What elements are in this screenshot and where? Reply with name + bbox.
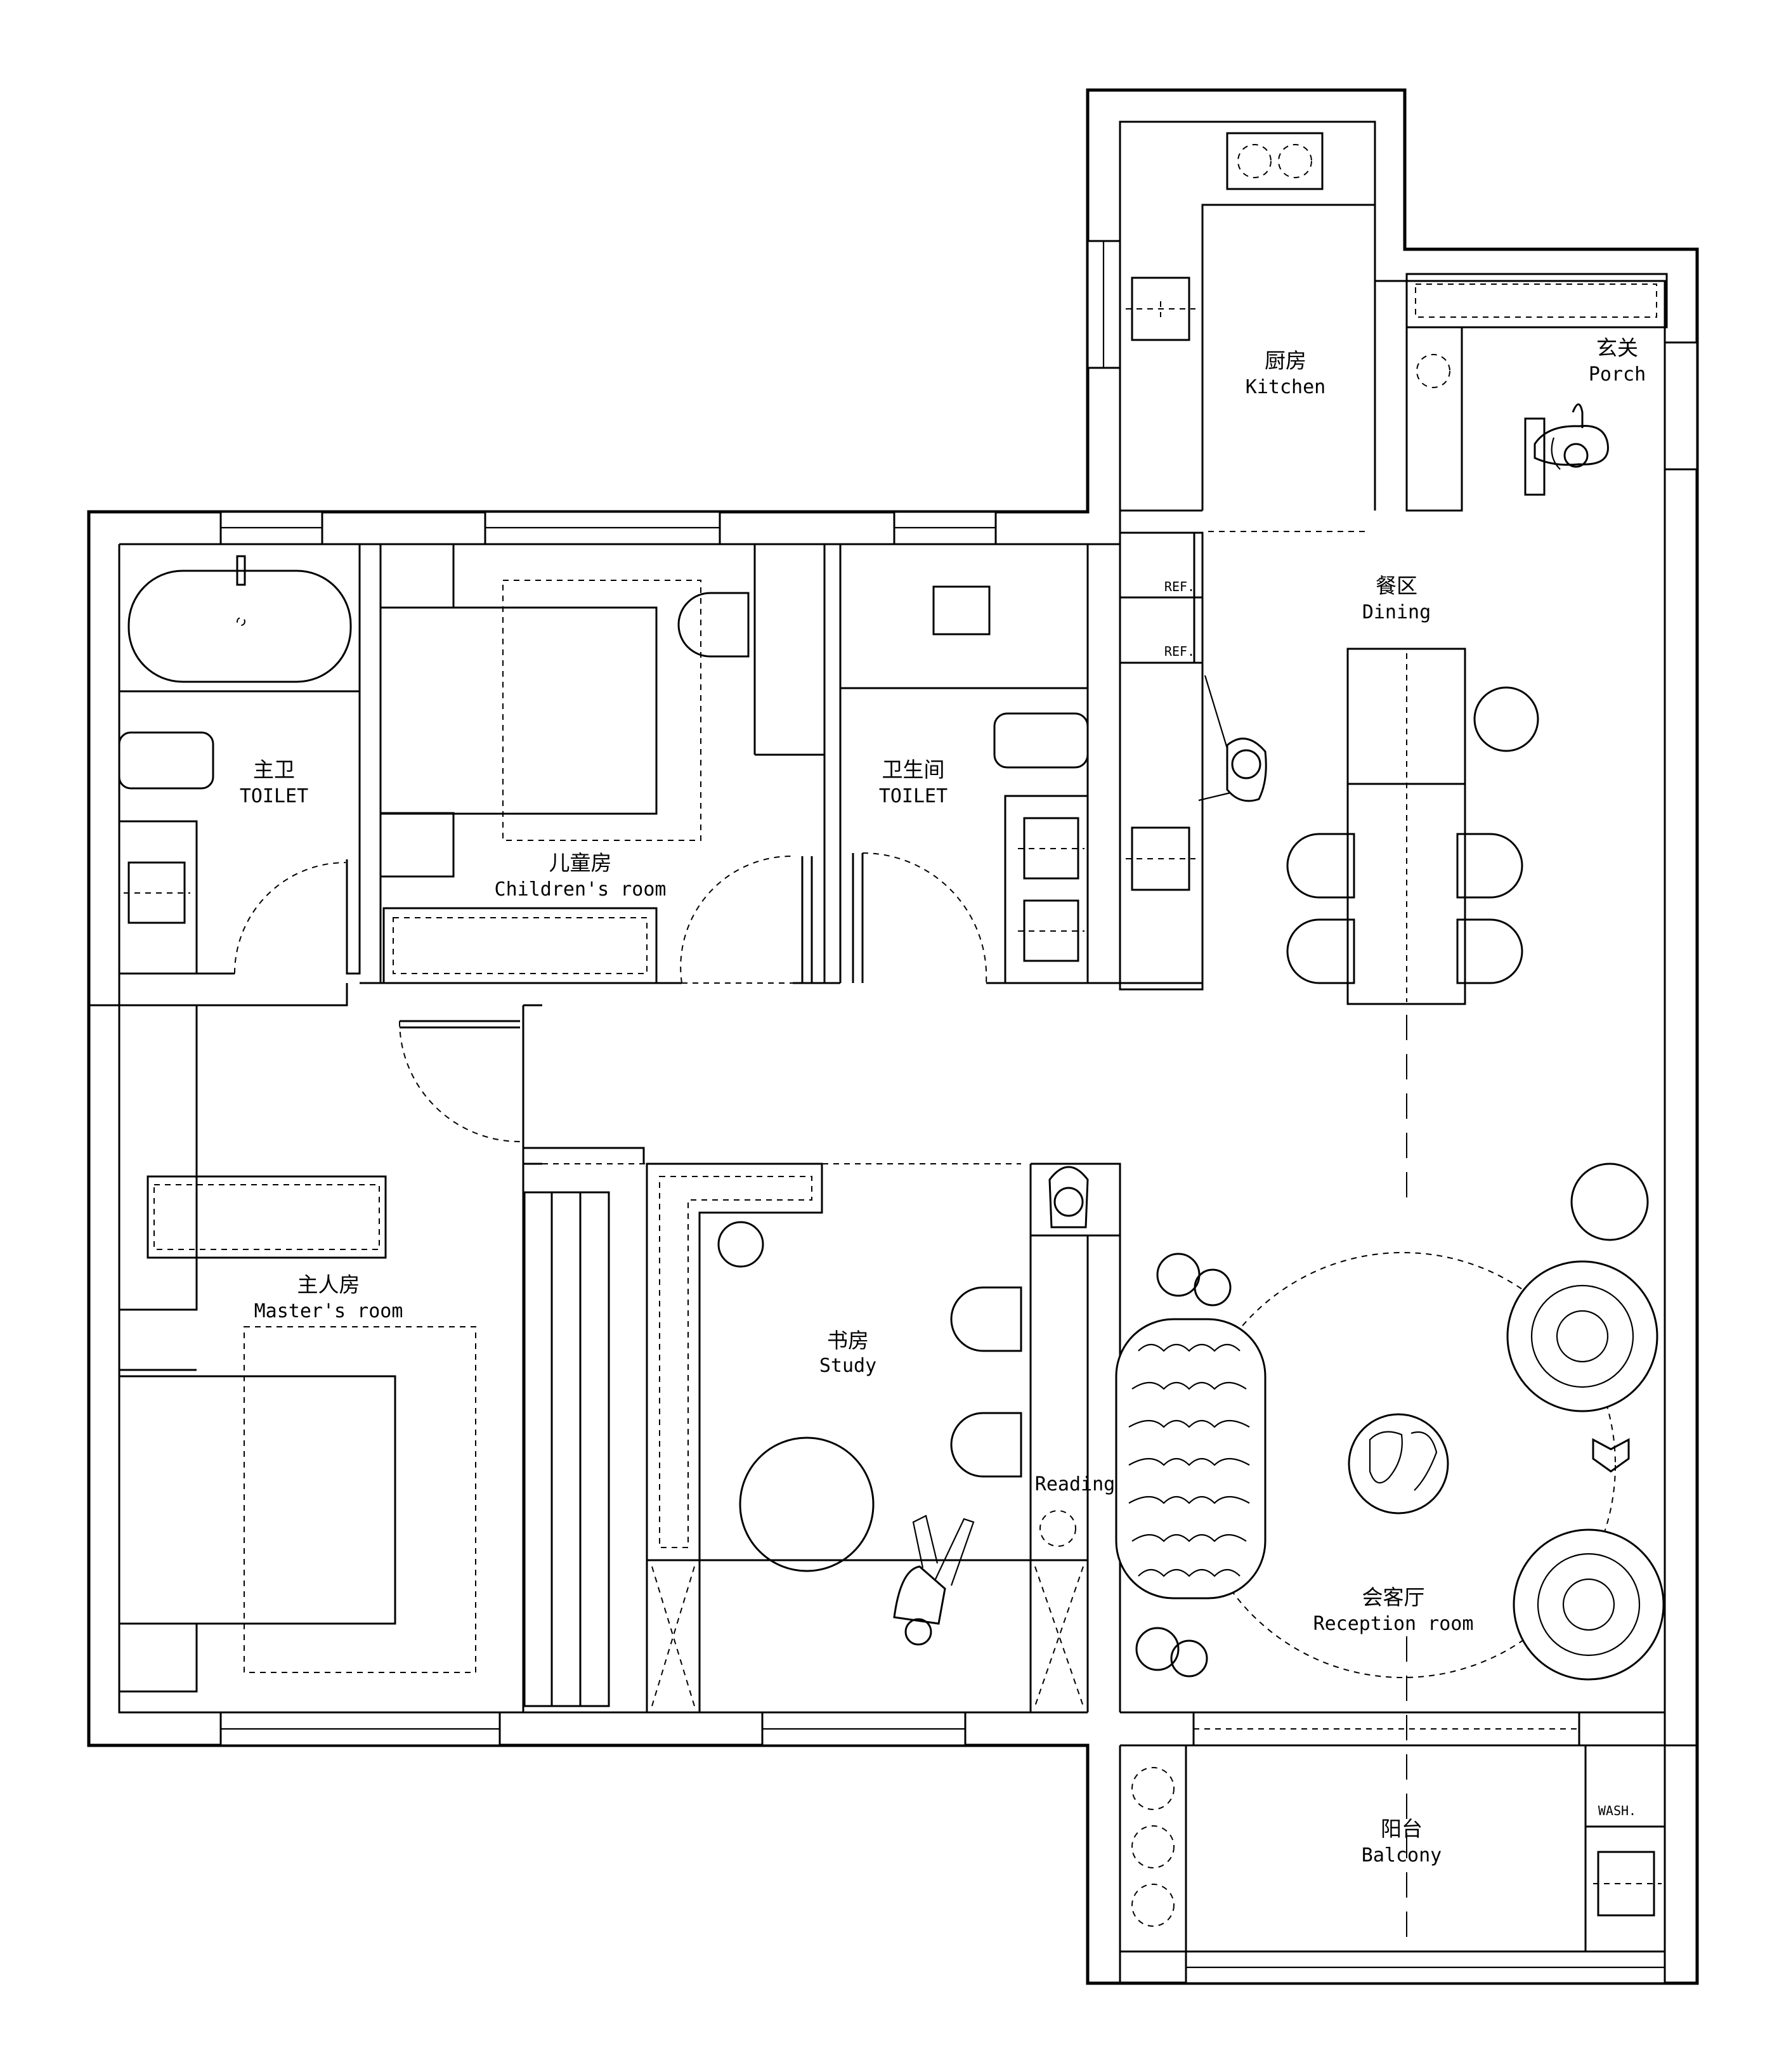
svg-text:Dining: Dining bbox=[1362, 601, 1431, 623]
master-toilet bbox=[118, 543, 361, 975]
svg-text:Porch: Porch bbox=[1589, 363, 1646, 386]
svg-text:TOILET: TOILET bbox=[240, 785, 308, 807]
svg-text:阳台: 阳台 bbox=[1381, 1816, 1423, 1841]
balcony-label: 阳台 Balcony bbox=[1362, 1816, 1442, 1867]
svg-text:Children's room: Children's room bbox=[495, 878, 667, 901]
balcony: WASH. bbox=[1119, 1712, 1697, 1983]
reception-room bbox=[1115, 1163, 1665, 1714]
study-label: 书房 Study bbox=[819, 1328, 876, 1377]
childrens-room bbox=[379, 543, 826, 984]
svg-text:卫生间: 卫生间 bbox=[882, 757, 945, 782]
svg-text:Balcony: Balcony bbox=[1362, 1844, 1442, 1867]
porch-label: 玄关 Porch bbox=[1589, 336, 1646, 386]
svg-text:Kitchen: Kitchen bbox=[1246, 376, 1325, 398]
dining-label: 餐区 Dining bbox=[1362, 573, 1431, 623]
masters-room bbox=[118, 1005, 610, 1712]
master-toilet-label: 主卫 TOILET bbox=[240, 757, 308, 807]
wash-label: WASH. bbox=[1598, 1803, 1636, 1818]
svg-text:书房: 书房 bbox=[827, 1328, 869, 1353]
masters-room-label: 主人房 Master's room bbox=[254, 1272, 403, 1322]
svg-text:TOILET: TOILET bbox=[879, 785, 948, 807]
toilet bbox=[839, 543, 1089, 984]
childrens-room-label: 儿童房 Children's room bbox=[495, 850, 667, 901]
study bbox=[646, 1163, 1121, 1712]
svg-text:餐区: 餐区 bbox=[1376, 573, 1417, 598]
toilet-label: 卫生间 TOILET bbox=[879, 757, 948, 807]
sofa-cushions bbox=[1128, 1343, 1250, 1577]
dining: REF. REF. bbox=[1119, 531, 1539, 1941]
kitchen bbox=[1119, 122, 1376, 532]
svg-text:Reception room: Reception room bbox=[1313, 1613, 1474, 1635]
svg-text:主人房: 主人房 bbox=[297, 1272, 360, 1297]
svg-text:Study: Study bbox=[819, 1355, 876, 1377]
svg-text:主卫: 主卫 bbox=[253, 757, 295, 782]
windows bbox=[219, 240, 1698, 1984]
reading-label: Reading bbox=[1035, 1473, 1115, 1495]
ref-label-2: REF. bbox=[1164, 644, 1195, 659]
outer-walls bbox=[87, 88, 1699, 1985]
svg-text:会客厅: 会客厅 bbox=[1362, 1585, 1425, 1610]
kitchen-label: 厨房 Kitchen bbox=[1246, 348, 1325, 398]
svg-text:Master's room: Master's room bbox=[254, 1300, 403, 1322]
ref-label-1: REF. bbox=[1164, 579, 1195, 594]
svg-text:Reading: Reading bbox=[1035, 1473, 1115, 1495]
svg-text:玄关: 玄关 bbox=[1596, 336, 1638, 360]
reception-room-label: 会客厅 Reception room bbox=[1313, 1585, 1474, 1635]
svg-text:厨房: 厨房 bbox=[1265, 348, 1306, 373]
svg-text:儿童房: 儿童房 bbox=[549, 850, 612, 875]
hallway bbox=[89, 982, 1202, 1164]
porch bbox=[1405, 273, 1668, 512]
